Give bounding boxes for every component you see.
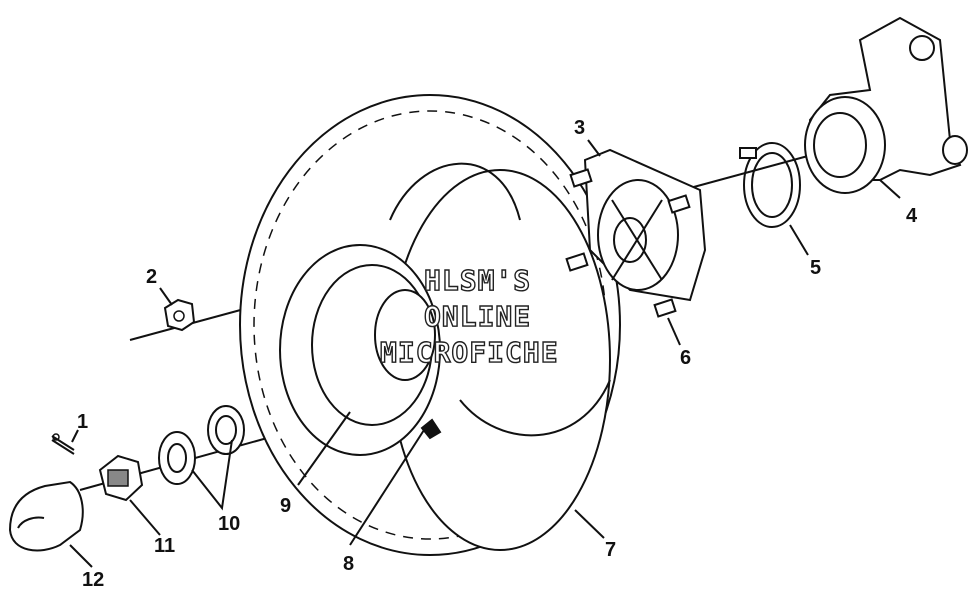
- watermark-line-3: MICROFICHE: [380, 336, 559, 369]
- watermark-line-1: HLSM'S: [424, 264, 531, 297]
- leader-9: [297, 411, 351, 486]
- leader-2: [159, 287, 173, 306]
- leader-6: [667, 317, 681, 346]
- callout-2: 2: [146, 266, 157, 288]
- axle-nut: [163, 298, 196, 332]
- callout-7: 7: [605, 539, 616, 561]
- leader-3: [587, 139, 601, 157]
- leader-11: [129, 499, 161, 536]
- castle-nut: [98, 454, 144, 502]
- leader-8: [349, 429, 425, 546]
- hub: [583, 148, 707, 302]
- wheel-studs: [565, 168, 691, 318]
- leader-7: [574, 509, 605, 539]
- leader-5: [789, 224, 809, 256]
- callout-5: 5: [810, 257, 821, 279]
- callout-10: 10: [218, 513, 240, 535]
- dust-cap: [8, 480, 84, 552]
- callout-1: 1: [77, 411, 88, 433]
- callout-8: 8: [343, 553, 354, 575]
- callout-9: 9: [280, 495, 291, 517]
- leader-12: [69, 544, 93, 568]
- callout-11: 11: [154, 535, 175, 557]
- leader-1: [71, 429, 79, 443]
- retaining-ring: [739, 142, 801, 228]
- washers: [158, 405, 245, 485]
- callout-3: 3: [574, 117, 585, 139]
- watermark-line-2: ONLINE: [424, 300, 531, 333]
- leader-10: [191, 439, 233, 511]
- valve-stem: [420, 418, 442, 440]
- callout-6: 6: [680, 347, 691, 369]
- bearing-carrier: [804, 16, 968, 194]
- callout-4: 4: [906, 205, 918, 227]
- callout-12: 12: [82, 569, 104, 591]
- rim: [279, 244, 441, 456]
- leader-4: [879, 179, 901, 199]
- cotter-pin: [51, 433, 75, 455]
